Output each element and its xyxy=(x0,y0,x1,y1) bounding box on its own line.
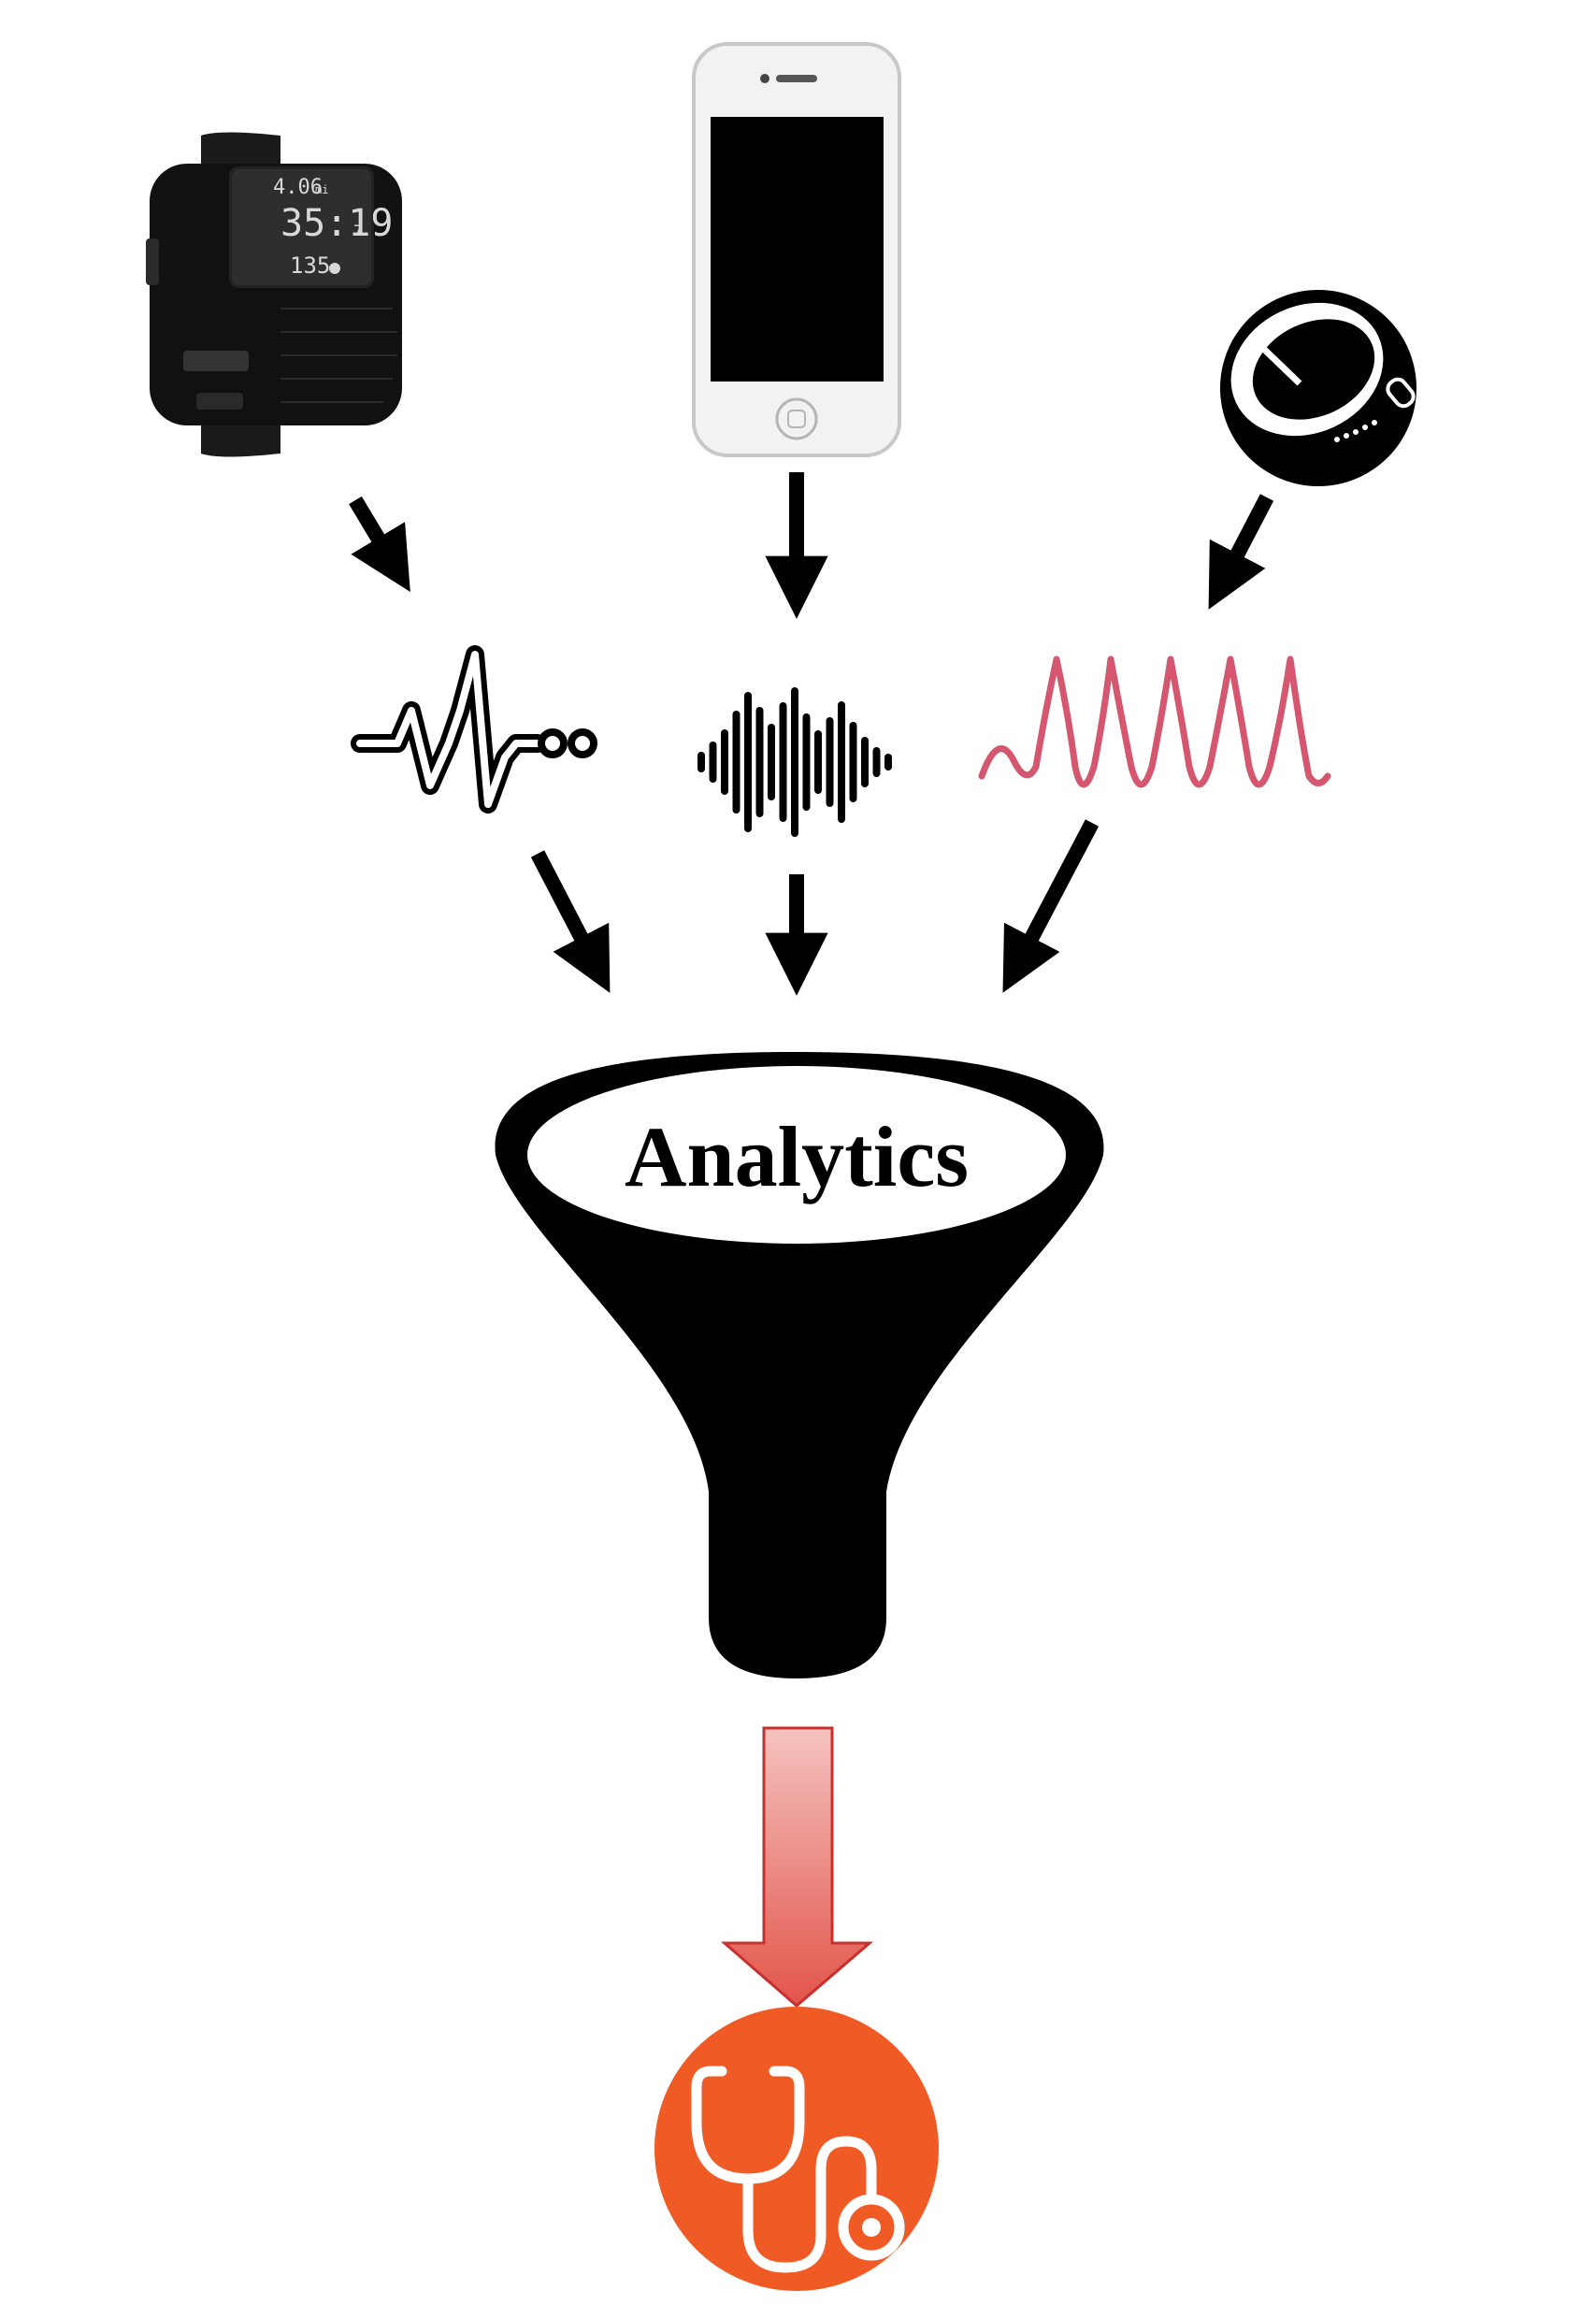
analytics-funnel: Analytics xyxy=(495,1052,1104,1678)
ecg-waveform-icon xyxy=(351,645,597,814)
audio-wave-bar xyxy=(721,729,728,795)
audio-wave-bar xyxy=(697,752,705,772)
arrow-ring-to-pulse xyxy=(1208,494,1274,610)
smartphone-icon xyxy=(692,42,901,457)
audio-wave-bar xyxy=(849,722,857,802)
arrow-watch-to-ecg xyxy=(349,496,410,593)
funnel-opening xyxy=(527,1066,1066,1244)
watch-screen-time-suffix: 7 xyxy=(353,222,363,239)
arrow-pulse-to-funnel xyxy=(1002,819,1100,993)
watch-screen-distance-unit: mi xyxy=(315,183,328,196)
audio-wave-bar xyxy=(872,747,881,777)
pulse-waveform-icon xyxy=(978,655,1331,788)
audio-wave-bar xyxy=(814,730,822,794)
audio-wave-bar xyxy=(791,687,798,837)
funnel-label: Analytics xyxy=(625,1109,969,1204)
audio-wave-bar xyxy=(861,737,869,787)
audio-wave-bar xyxy=(802,713,811,811)
audio-wave-bar xyxy=(709,742,717,783)
fitness-watch-icon: 4.06 mi 35:19 7 135 xyxy=(146,132,402,457)
audio-wave-bar xyxy=(744,692,752,832)
arrow-ecg-to-funnel xyxy=(530,850,611,993)
watch-screen-distance: 4.06 xyxy=(273,176,323,199)
audio-wave-bar xyxy=(768,724,775,800)
audio-wave-bar xyxy=(779,702,787,822)
watch-screen-time: 35:19 xyxy=(280,202,393,245)
stethoscope-icon xyxy=(654,2007,939,2291)
audio-wave-bar xyxy=(884,754,892,771)
watch-screen-heart-rate: 135 xyxy=(290,252,330,279)
output-arrow xyxy=(720,1726,874,2008)
audio-waveform-icon xyxy=(697,687,892,837)
audio-wave-bar xyxy=(732,711,740,814)
audio-wave-bar xyxy=(826,717,834,807)
smart-ring-icon xyxy=(1220,290,1416,486)
audio-wave-bar xyxy=(838,701,845,823)
audio-wave-bar xyxy=(755,707,764,817)
